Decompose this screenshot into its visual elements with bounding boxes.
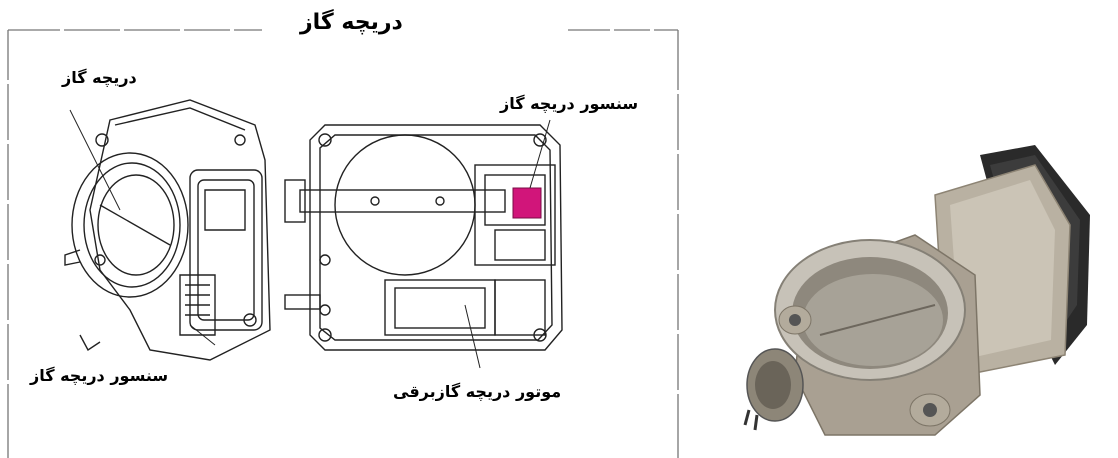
left-leader-lines — [69, 109, 216, 346]
throttle-body-photo — [743, 145, 1090, 436]
frame-title: دریچه گاز — [300, 10, 403, 35]
label-throttle-sensor-left: سنسور دریچه گاز — [30, 366, 169, 385]
throttle-front-outline — [284, 124, 563, 351]
label-electric-throttle-motor: موتور دریچه گازبرقی — [393, 382, 562, 401]
label-throttle-sensor-center: سنسور دریچه گاز — [500, 94, 639, 113]
sensor-highlight — [512, 187, 542, 219]
throttle-body-drawing-left — [64, 99, 271, 361]
frame-border — [7, 29, 679, 458]
throttle-body-drawing-front — [284, 119, 563, 369]
label-throttle-valve: دریچه گاز — [62, 68, 137, 87]
frame-dash-gaps — [7, 29, 679, 394]
throttle-body-outline — [64, 99, 271, 361]
center-leader-lines — [464, 119, 551, 369]
